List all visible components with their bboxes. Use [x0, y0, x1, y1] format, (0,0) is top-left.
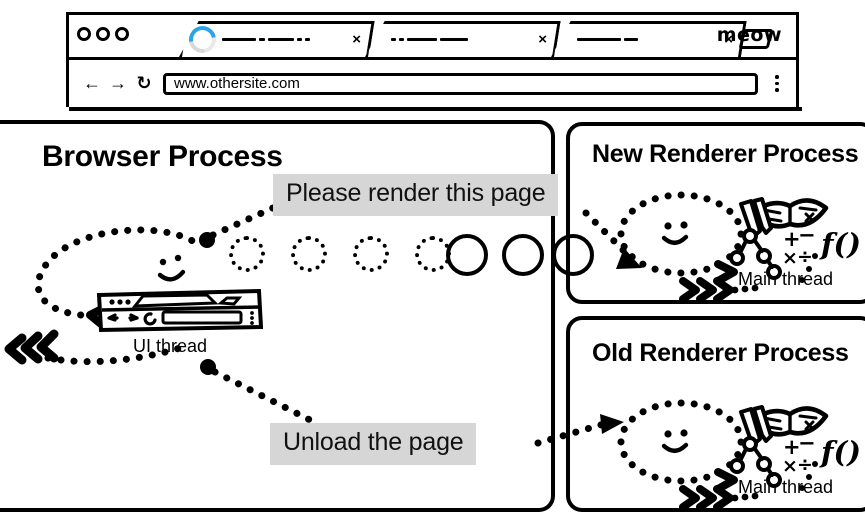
pencils-icon: [739, 405, 773, 446]
tab-close-icon[interactable]: ×: [724, 30, 733, 48]
svg-text:×: ×: [782, 247, 798, 269]
window-bottom-edge: [69, 107, 802, 111]
tab-close-icon[interactable]: ×: [352, 30, 361, 48]
browser-window: × × ×: [66, 12, 799, 107]
node-tree-icon: [729, 436, 782, 488]
loading-spinner-icon: [183, 20, 222, 58]
browser-tab-3[interactable]: ×: [551, 21, 741, 57]
reload-icon[interactable]: ↻: [136, 73, 152, 93]
browser-process-title: Browser Process: [42, 140, 283, 173]
new-renderer-thread-art: + − × ÷ f(): [617, 191, 861, 303]
ui-thread-label: UI thread: [133, 336, 208, 356]
speed-chevrons-icon: [679, 485, 734, 511]
render-page-message-label: Please render this page: [273, 174, 559, 216]
main-thread-loop-dotted: [617, 191, 745, 277]
browser-tab-2[interactable]: ×: [365, 21, 555, 57]
queued-message-circle-3: [353, 236, 389, 272]
smiley-face-icon: [661, 429, 689, 453]
svg-text:f(): f(): [819, 435, 861, 469]
smiley-face-icon: [661, 221, 689, 245]
old-renderer-main-thread-label: Main thread: [738, 477, 834, 497]
queued-message-circle-1: [229, 236, 265, 272]
math-symbols-icon: + − × ÷: [782, 431, 818, 491]
window-control-buttons[interactable]: [77, 27, 129, 41]
speed-chevrons-icon: [679, 277, 734, 303]
svg-text:÷: ÷: [797, 246, 813, 268]
new-renderer-process-title: New Renderer Process: [592, 140, 859, 168]
back-icon[interactable]: ←: [83, 73, 101, 93]
old-renderer-thread-art: + − × ÷ f(): [617, 399, 861, 511]
maximize-dot-icon[interactable]: [115, 27, 129, 41]
browser-tab-active[interactable]: ×: [179, 20, 369, 58]
loop-arrowhead-icon: [714, 468, 738, 493]
tab-strip: × × ×: [69, 15, 796, 60]
svg-text:−: −: [798, 223, 816, 247]
message-circle-7: [552, 234, 594, 276]
function-notation-icon: f(): [819, 227, 861, 261]
url-bar[interactable]: www.othersite.com: [163, 72, 758, 95]
tab-title-placeholder-glyph: [577, 37, 718, 41]
svg-text:+: +: [783, 227, 801, 251]
math-symbols-icon: + − × ÷: [782, 223, 818, 283]
tab-title-placeholder-glyph: [222, 37, 346, 41]
chevron-trail-dots: [731, 492, 759, 502]
main-thread-loop-dotted: [617, 399, 745, 485]
old-renderer-process-panel: Old Renderer Process Main thread: [566, 316, 865, 512]
tab-title-placeholder-glyph: [391, 37, 532, 41]
old-renderer-process-title: Old Renderer Process: [592, 339, 849, 367]
new-renderer-main-thread-label: Main thread: [738, 269, 834, 289]
url-text: www.othersite.com: [174, 75, 300, 92]
loop-arrowhead-icon: [714, 260, 738, 285]
minimize-dot-icon[interactable]: [96, 27, 110, 41]
new-renderer-process-panel: New Renderer Process Main thread: [566, 122, 865, 304]
svg-text:÷: ÷: [797, 454, 813, 476]
queued-message-circle-2: [291, 236, 327, 272]
browser-toolbar: ← → ↻ www.othersite.com: [69, 60, 796, 107]
svg-text:f(): f(): [819, 227, 861, 261]
forward-icon[interactable]: →: [109, 73, 127, 93]
svg-text:−: −: [798, 431, 816, 455]
chevron-trail-dots: [731, 284, 759, 294]
close-dot-icon[interactable]: [77, 27, 91, 41]
unload-page-message-label: Unload the page: [270, 423, 477, 465]
svg-text:+: +: [783, 435, 801, 459]
pencils-icon: [739, 197, 773, 238]
tab-close-icon[interactable]: ×: [538, 30, 547, 48]
node-tree-icon: [729, 228, 782, 280]
message-circle-5: [446, 234, 488, 276]
browser-brand-label: meow: [716, 24, 782, 46]
ui-thread-browser-icon: [96, 288, 264, 333]
svg-text:×: ×: [782, 455, 798, 477]
browser-menu-icon[interactable]: [768, 75, 786, 92]
message-circle-6: [502, 234, 544, 276]
function-notation-icon: f(): [819, 435, 861, 469]
